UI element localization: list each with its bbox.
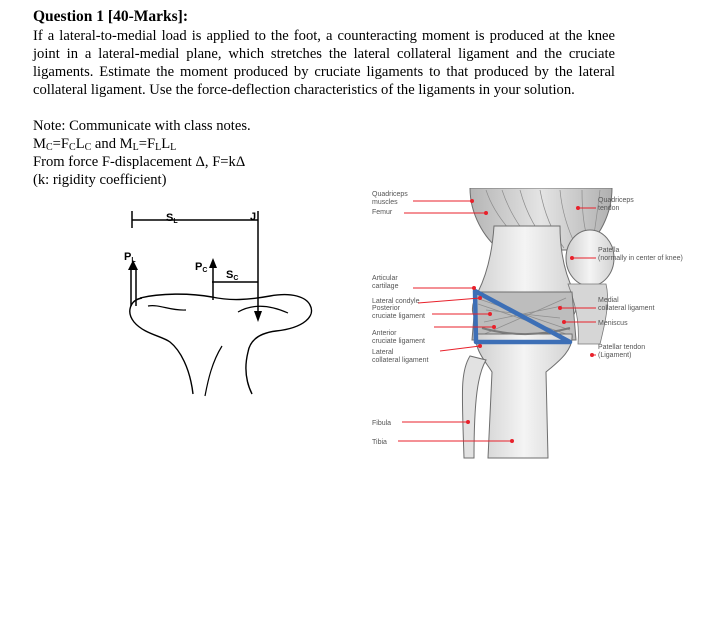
moment-equations: MC=FCLC and ML=FLLL	[33, 136, 177, 153]
right-pointer-lines	[560, 207, 596, 356]
arrow-up-pc	[209, 258, 217, 268]
left-pointer-lines	[398, 200, 512, 442]
label-femur: Femur	[372, 209, 393, 216]
label-j: J	[250, 211, 256, 223]
label-sc: SC	[226, 269, 238, 282]
label-sl: SL	[166, 212, 178, 225]
label-lateral-condyle: Lateral condyle	[372, 298, 420, 305]
rigidity-coefficient-line: (k: rigidity coefficient)	[33, 172, 167, 188]
force-displacement-line: From force F-displacement Δ, F=kΔ	[33, 154, 246, 170]
tibia-plateau-left	[147, 305, 187, 311]
question-title: Question 1 [40-Marks]:	[33, 8, 188, 25]
tibia-plateau-right	[237, 305, 289, 314]
fibula	[461, 355, 487, 459]
ligament-force-diagram: SL J PL PC SC	[124, 211, 313, 397]
meniscus	[481, 327, 571, 335]
label-pl: PL	[124, 251, 136, 264]
question-body: If a lateral-to-medial load is applied t…	[33, 28, 615, 98]
arrow-up-pl	[128, 260, 138, 270]
arrow-down-right	[254, 311, 262, 322]
label-pc: PC	[195, 261, 207, 274]
label-meniscus: Meniscus	[598, 320, 628, 327]
label-patellar-tendon: Patellar tendon(Ligament)	[598, 344, 645, 359]
label-tibia: Tibia	[372, 439, 387, 446]
highlight-triangle	[472, 288, 573, 345]
class-notes-note: Note: Communicate with class notes.	[33, 118, 251, 134]
tibia-outline	[129, 293, 313, 395]
label-fibula: Fibula	[372, 420, 391, 427]
pointer-dots	[466, 199, 594, 443]
patellar-tendon	[567, 283, 608, 345]
label-patella: Patella(normally in center of knee)	[598, 247, 683, 262]
tibia-shaft-line	[204, 345, 223, 397]
tibia	[475, 333, 573, 459]
